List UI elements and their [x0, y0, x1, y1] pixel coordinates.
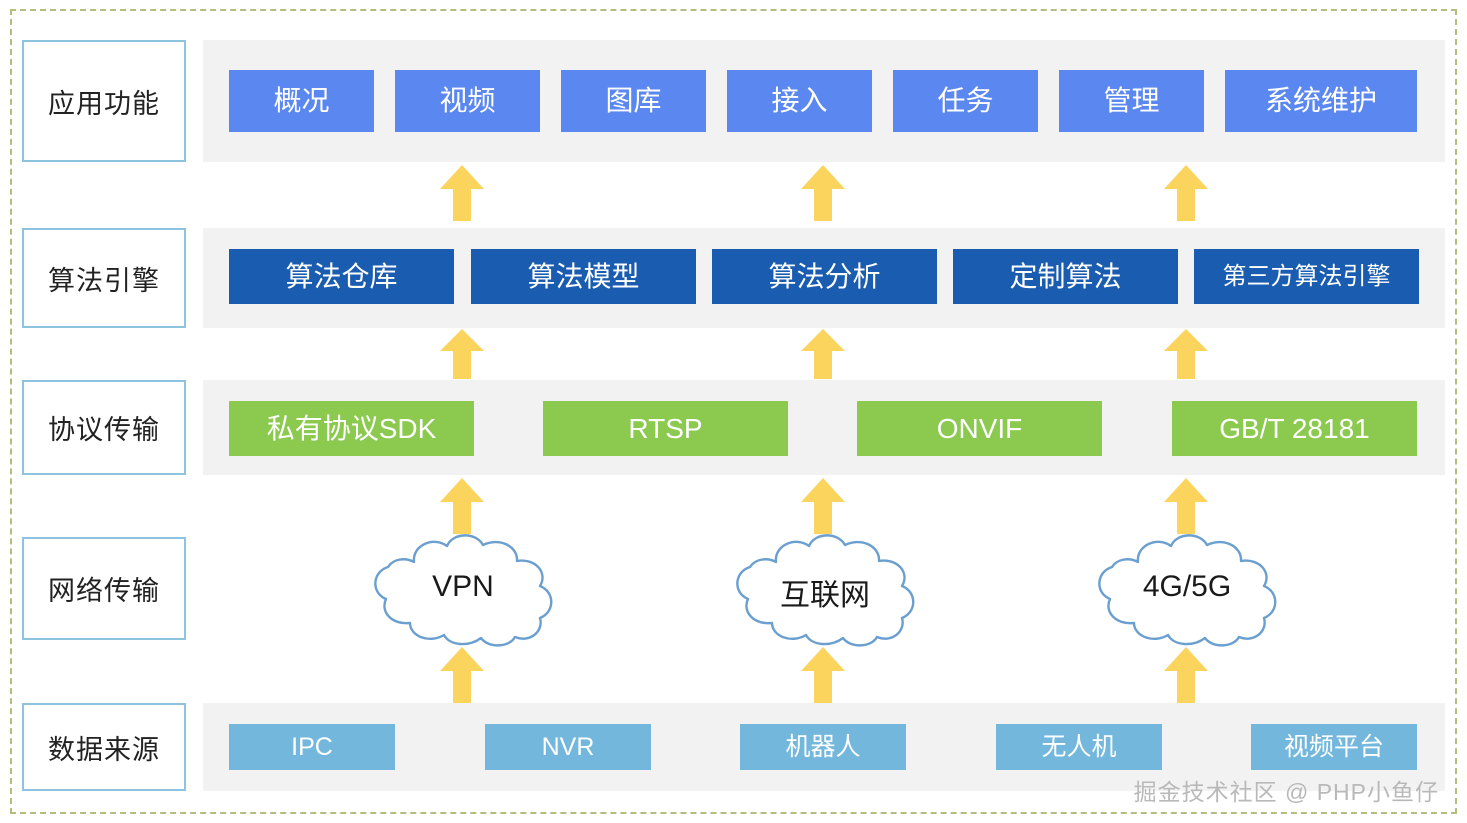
row-label-protocol-transport: 协议传输	[22, 380, 186, 475]
watermark-text: 掘金技术社区 @ PHP小鱼仔	[1133, 779, 1439, 805]
node-onvif[interactable]: ONVIF	[857, 401, 1102, 456]
node-third-party-algorithm-engine[interactable]: 第三方算法引擎	[1194, 249, 1419, 304]
node-label: 私有协议SDK	[266, 412, 437, 444]
cloud-4g-5g[interactable]: 4G/5G	[1076, 528, 1298, 648]
arrow-up-icon	[801, 478, 845, 534]
row-label-algorithm-engine: 算法引擎	[22, 228, 186, 328]
node-label: 管理	[1103, 85, 1160, 116]
node-video-platform[interactable]: 视频平台	[1251, 724, 1417, 770]
node-gbt-28181[interactable]: GB/T 28181	[1172, 401, 1417, 456]
arrow-up-icon	[440, 647, 484, 703]
node-label: 无人机	[1041, 732, 1117, 761]
arrow-up-icon	[440, 478, 484, 534]
arrow-up-icon	[1164, 478, 1208, 534]
node-label: 机器人	[785, 732, 861, 761]
node-label: IPC	[291, 732, 333, 761]
cloud-vpn[interactable]: VPN	[352, 528, 574, 648]
node-label: 算法仓库	[285, 260, 398, 292]
arrow-up-icon	[440, 329, 484, 379]
node-label: 概况	[273, 85, 330, 116]
node-application-management[interactable]: 管理	[1059, 70, 1204, 132]
row-label-application: 应用功能	[22, 40, 186, 162]
node-algorithm-model[interactable]: 算法模型	[471, 249, 696, 304]
arrow-up-icon	[1164, 165, 1208, 221]
node-label: 第三方算法引擎	[1222, 262, 1391, 290]
arrow-up-icon	[440, 165, 484, 221]
node-label: RTSP	[628, 412, 703, 444]
node-label: 视频	[439, 85, 496, 116]
row-label-data-source: 数据来源	[22, 703, 186, 791]
arrow-up-icon	[1164, 647, 1208, 703]
node-label: GB/T 28181	[1219, 412, 1370, 444]
row-label-network-transport: 网络传输	[22, 537, 186, 640]
arrow-up-icon	[801, 647, 845, 703]
node-label: 图库	[605, 85, 662, 116]
node-application-access[interactable]: 接入	[727, 70, 872, 132]
node-robot[interactable]: 机器人	[740, 724, 906, 770]
cloud-internet[interactable]: 互联网	[714, 528, 936, 648]
row-label-text: 数据来源	[48, 734, 160, 765]
row-label-text: 算法引擎	[48, 265, 160, 296]
row-label-text: 应用功能	[48, 88, 160, 119]
node-drone[interactable]: 无人机	[996, 724, 1162, 770]
cloud-label: 4G/5G	[1142, 570, 1232, 603]
node-application-video[interactable]: 视频	[395, 70, 540, 132]
arrow-up-icon	[801, 165, 845, 221]
node-label: NVR	[541, 732, 595, 761]
arrow-up-icon	[1164, 329, 1208, 379]
row-label-text: 网络传输	[48, 576, 160, 606]
node-private-protocol-sdk[interactable]: 私有协议SDK	[229, 401, 474, 456]
node-application-overview[interactable]: 概况	[229, 70, 374, 132]
cloud-label: 互联网	[780, 579, 870, 612]
cloud-label: VPN	[432, 570, 494, 603]
node-label: 系统维护	[1264, 85, 1377, 116]
node-label: 定制算法	[1009, 260, 1122, 292]
node-application-system-maintenance[interactable]: 系统维护	[1225, 70, 1417, 132]
node-label: 算法分析	[768, 260, 881, 292]
node-label: 任务	[937, 85, 994, 116]
node-application-gallery[interactable]: 图库	[561, 70, 706, 132]
node-ipc[interactable]: IPC	[229, 724, 395, 770]
node-custom-algorithm[interactable]: 定制算法	[953, 249, 1178, 304]
arrow-up-icon	[801, 329, 845, 379]
node-application-task[interactable]: 任务	[893, 70, 1038, 132]
row-label-text: 协议传输	[48, 415, 160, 445]
node-nvr[interactable]: NVR	[485, 724, 651, 770]
node-rtsp[interactable]: RTSP	[543, 401, 788, 456]
node-label: 接入	[771, 85, 828, 116]
node-algorithm-analysis[interactable]: 算法分析	[712, 249, 937, 304]
node-label: ONVIF	[936, 412, 1023, 444]
node-label: 算法模型	[527, 260, 640, 292]
node-algorithm-repository[interactable]: 算法仓库	[229, 249, 454, 304]
node-label: 视频平台	[1283, 732, 1384, 761]
